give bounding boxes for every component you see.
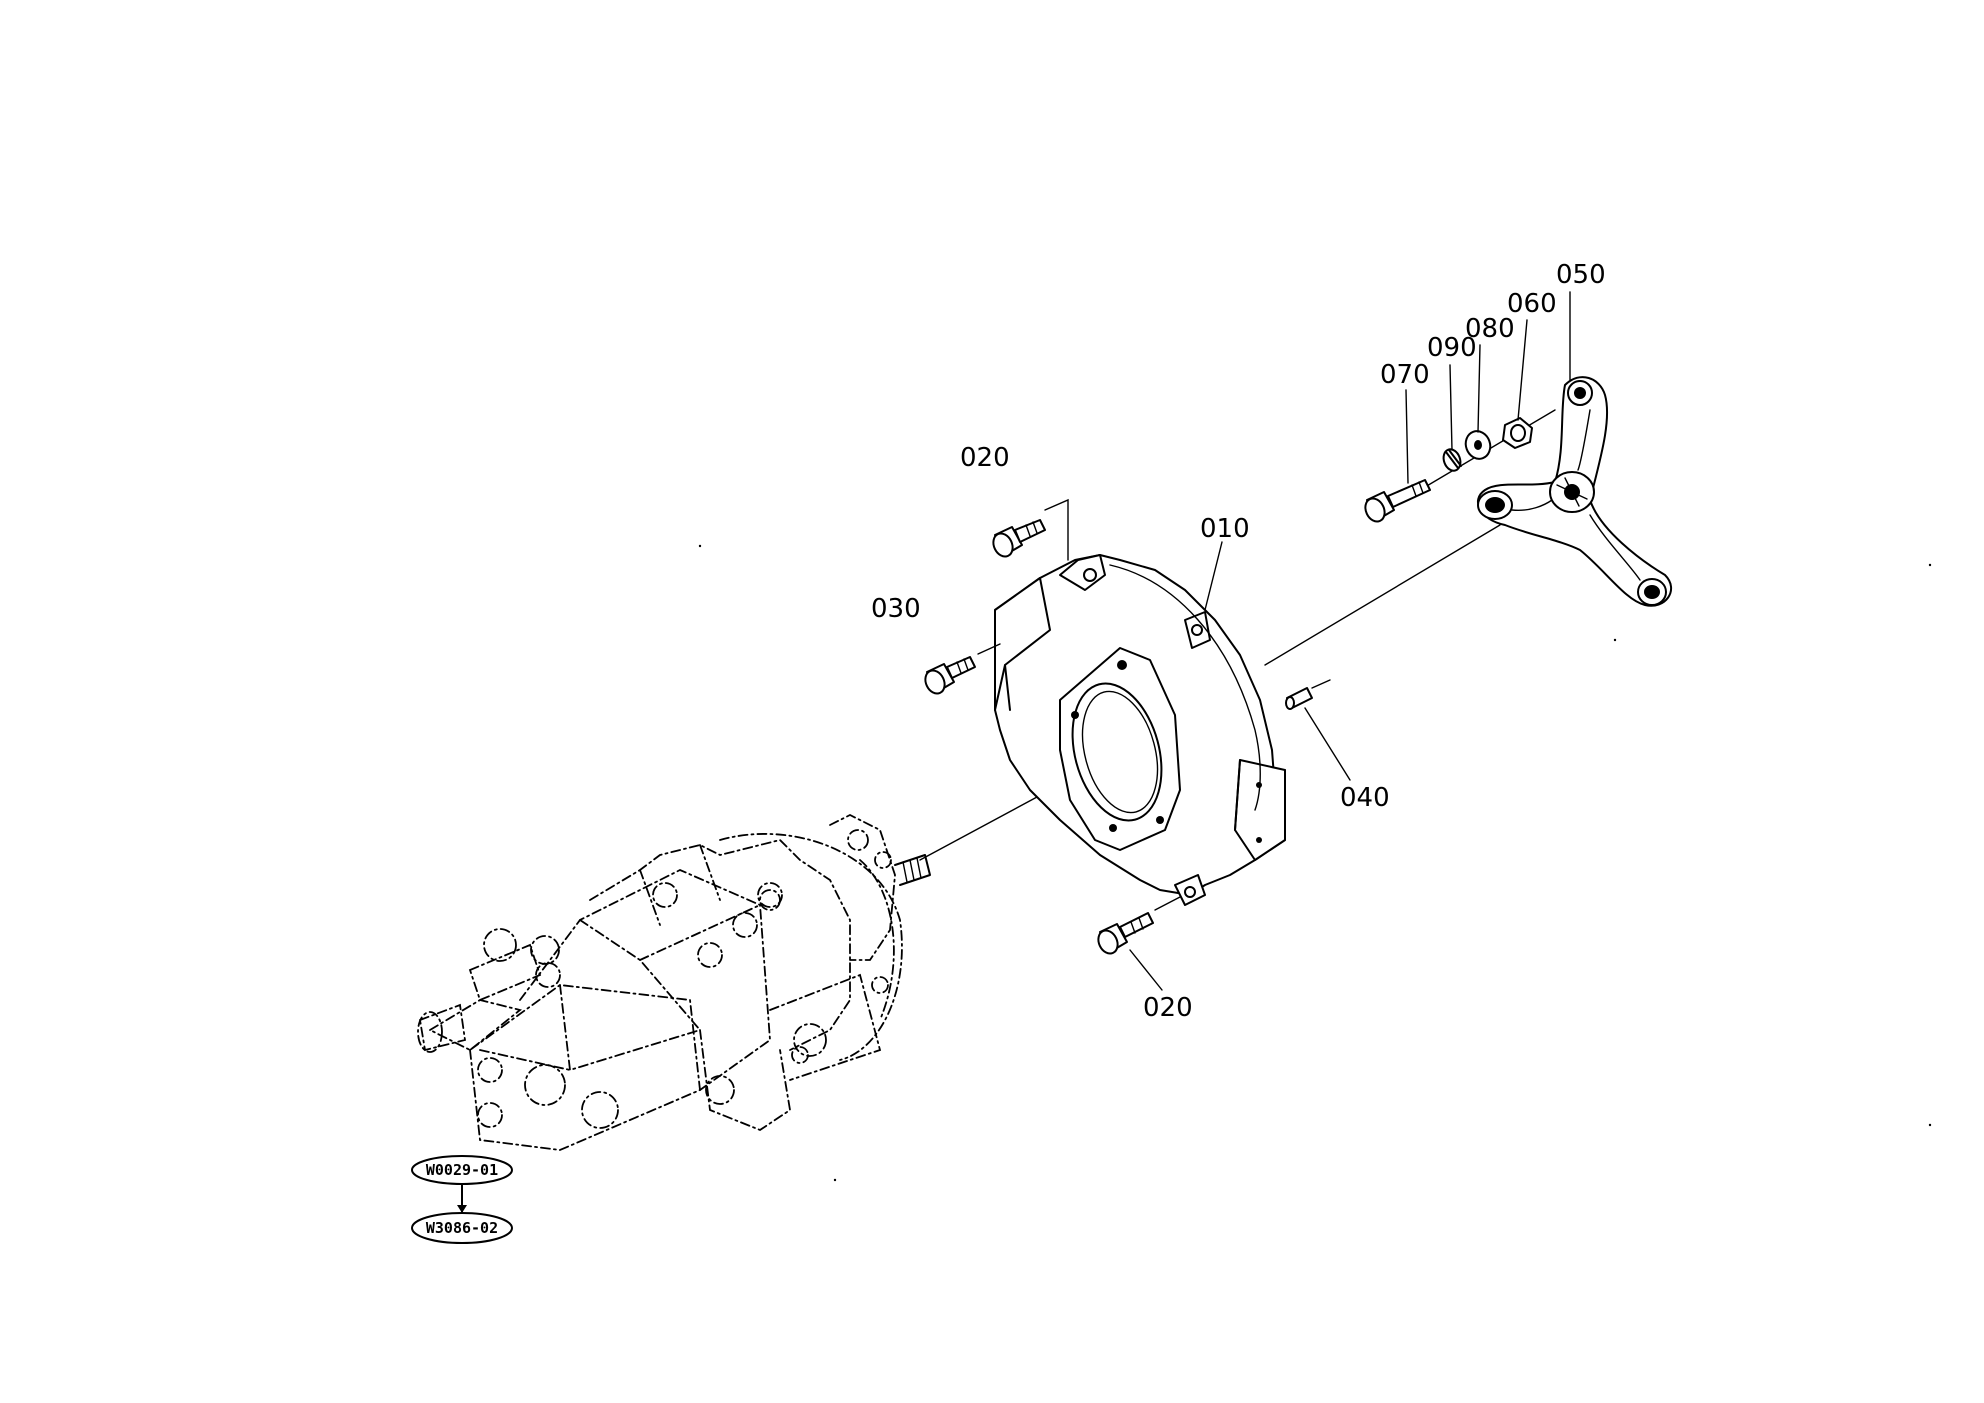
arm-050 — [1476, 376, 1672, 607]
leader-010 — [1204, 541, 1223, 611]
spring-washer-090 — [1442, 448, 1462, 472]
leader-040 — [1304, 707, 1351, 781]
ref-label-w0029: W0029-01 — [426, 1161, 498, 1179]
bolt-020-top — [992, 519, 1046, 558]
axis-line-030 — [977, 643, 1001, 655]
leader-bracket-020-top — [1044, 498, 1069, 561]
ref-label-w3086: W3086-02 — [426, 1219, 498, 1237]
bolt-030 — [924, 656, 976, 695]
scan-speck — [1928, 563, 1932, 567]
label-050: 050 — [1556, 260, 1606, 290]
ref-connector-arrow — [457, 1205, 467, 1213]
nut-060 — [1502, 417, 1533, 449]
bolt-020-bottom — [1097, 912, 1154, 955]
label-020-top: 020 — [960, 443, 1010, 473]
scan-speck — [698, 544, 702, 548]
scan-speck — [1928, 1123, 1932, 1127]
reference-bubble-w0029[interactable]: W0029-01 — [411, 1155, 513, 1185]
label-060: 060 — [1507, 289, 1557, 319]
label-010: 010 — [1200, 514, 1250, 544]
label-090: 090 — [1427, 333, 1477, 363]
axis-line-040 — [1311, 679, 1331, 689]
bolt-070 — [1364, 479, 1431, 523]
label-020-bottom: 020 — [1143, 993, 1193, 1023]
leader-020-bottom — [1129, 949, 1163, 991]
scan-speck — [1613, 638, 1617, 642]
axis-line-housing-to-arm — [1264, 524, 1501, 666]
leader-080 — [1477, 344, 1481, 433]
scan-speck — [833, 1178, 837, 1182]
leader-060 — [1517, 319, 1528, 421]
reference-bubble-w3086[interactable]: W3086-02 — [411, 1212, 513, 1244]
label-030: 030 — [871, 594, 921, 624]
leader-070 — [1405, 389, 1409, 484]
label-070: 070 — [1380, 360, 1430, 390]
pump-unit-phantom — [417, 813, 931, 1151]
label-080: 080 — [1465, 314, 1515, 344]
housing-010 — [994, 554, 1286, 906]
washer-080 — [1464, 430, 1492, 460]
axis-line-020-bottom — [1154, 896, 1181, 911]
leader-090 — [1449, 364, 1453, 451]
pin-040 — [1285, 687, 1313, 710]
label-040: 040 — [1340, 783, 1390, 813]
